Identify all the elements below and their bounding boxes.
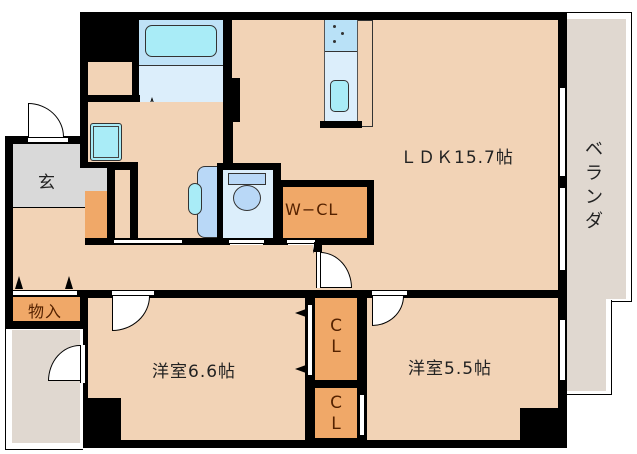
storage-door-marker-icon bbox=[15, 276, 23, 289]
partition-wall-2 bbox=[130, 162, 138, 242]
closet-upper-sliding-door[interactable] bbox=[307, 305, 313, 375]
storage-label: 物入 bbox=[28, 302, 63, 321]
exterior-wall-top bbox=[80, 12, 567, 20]
closet-upper[interactable] bbox=[315, 298, 357, 380]
bathtub-icon bbox=[145, 25, 217, 57]
corner-column-bottom-left bbox=[88, 398, 121, 440]
porch-door-frame bbox=[80, 345, 86, 383]
washroom-wall-left bbox=[80, 95, 88, 167]
washroom-sliding-door[interactable] bbox=[114, 239, 182, 244]
front-door-frame bbox=[28, 137, 68, 143]
small-storage-wall bbox=[80, 95, 140, 102]
ldk-label: ＬＤＫ15.7帖 bbox=[400, 148, 514, 168]
ldk-door-post bbox=[314, 242, 322, 252]
toilet-tank-icon bbox=[228, 173, 266, 185]
toilet-wall-top-stub bbox=[223, 150, 227, 165]
closet-upper-label: C L bbox=[330, 316, 342, 357]
closet-lower[interactable] bbox=[315, 388, 357, 438]
closet-door-marker-icon bbox=[295, 365, 306, 373]
toilet-bowl-icon bbox=[233, 185, 261, 211]
balcony-label: ベ ラ ン ダ bbox=[585, 139, 603, 232]
closet-lower-door[interactable] bbox=[359, 395, 365, 435]
partition-wall-1 bbox=[107, 162, 115, 242]
toilet-door-frame bbox=[229, 239, 264, 244]
stove-icon bbox=[325, 20, 357, 52]
washing-machine-pan-icon bbox=[90, 123, 122, 161]
corner-column-bottom-right bbox=[520, 408, 558, 440]
closet-door-marker-icon bbox=[295, 309, 306, 317]
wcl-door-frame bbox=[287, 239, 315, 244]
balcony-floor bbox=[565, 19, 626, 299]
closet-lower-label: C L bbox=[330, 393, 342, 434]
entrance-step-line bbox=[13, 207, 107, 208]
shoe-cabinet bbox=[85, 191, 107, 238]
walk-in-closet-label: W−CL bbox=[285, 200, 339, 219]
storage-wall-bottom bbox=[5, 321, 85, 328]
hall-wall-bottom bbox=[5, 290, 567, 298]
entrance-floor[interactable] bbox=[13, 144, 80, 208]
ldk-door-frame bbox=[316, 252, 321, 288]
hallway-main[interactable] bbox=[13, 245, 313, 290]
western-room-2-window[interactable] bbox=[559, 320, 566, 380]
corner-column-top-left bbox=[80, 12, 132, 62]
washbasin-icon bbox=[188, 183, 202, 215]
storage-door-frame[interactable] bbox=[13, 290, 77, 296]
narrow-storage bbox=[115, 170, 130, 238]
kitchen-backsplash bbox=[358, 20, 373, 127]
entrance-label: 玄 bbox=[38, 173, 56, 193]
front-door[interactable] bbox=[28, 103, 64, 137]
exterior-wall-left bbox=[5, 136, 13, 331]
ldk-window-2[interactable] bbox=[559, 188, 566, 270]
western-room-2-label: 洋室5.5帖 bbox=[408, 359, 493, 379]
storage-closet[interactable] bbox=[13, 297, 80, 321]
pipe-space bbox=[232, 20, 240, 78]
kitchen-sink-icon bbox=[330, 80, 349, 112]
balcony-floor-lower bbox=[565, 298, 606, 391]
small-storage bbox=[88, 62, 132, 95]
western-room-1-label: 洋室6.6帖 bbox=[152, 362, 237, 382]
ldk-window-1[interactable] bbox=[559, 88, 566, 176]
storage-door-marker-icon bbox=[65, 276, 73, 289]
kitchen-counter-base bbox=[320, 121, 362, 128]
walk-in-closet[interactable] bbox=[283, 187, 367, 238]
